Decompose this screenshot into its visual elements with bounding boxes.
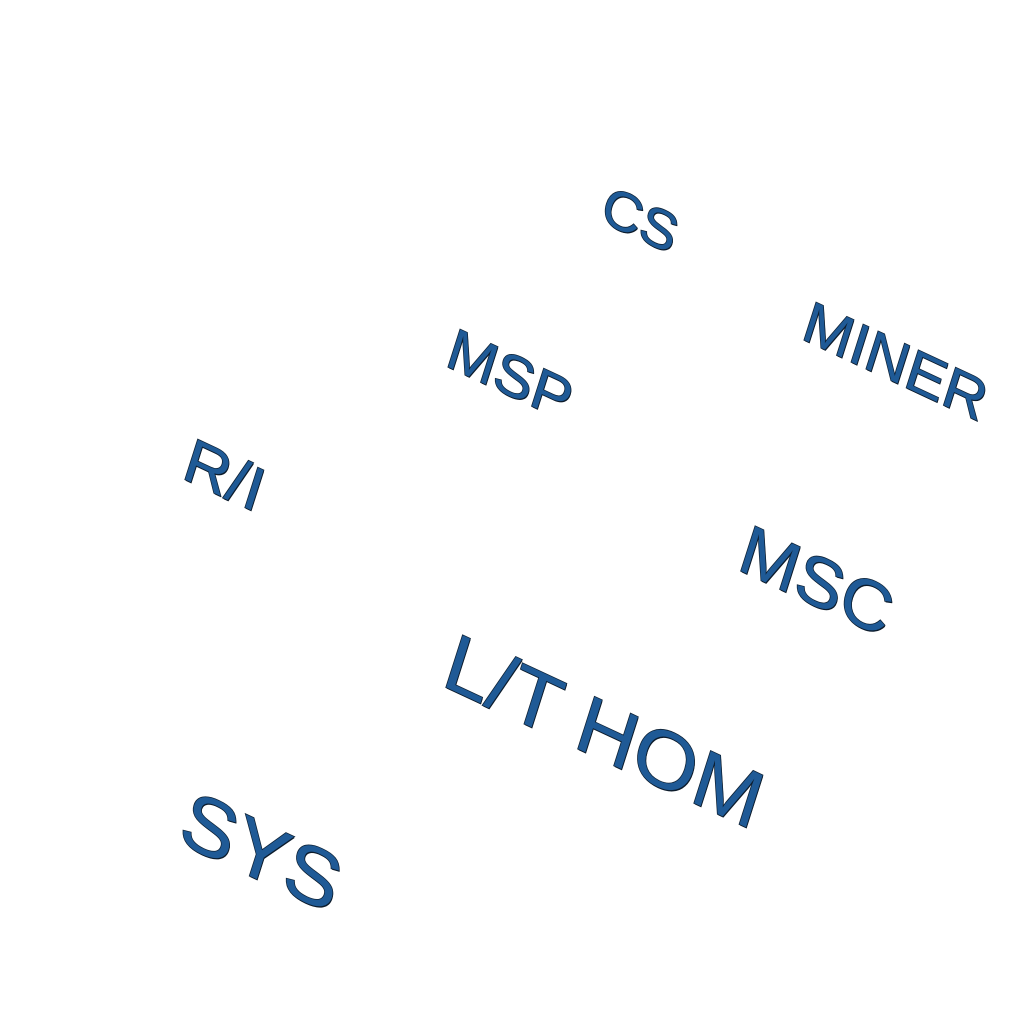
- label-miner: MINER: [795, 289, 996, 435]
- label-ri: R/I: [176, 424, 274, 526]
- label-sys: SYS: [170, 773, 353, 931]
- label-msp: MSP: [439, 316, 581, 435]
- label-lt-hom: L/T HOM: [434, 616, 775, 848]
- label-cs: CS: [594, 174, 686, 267]
- label-msc: MSC: [730, 509, 903, 653]
